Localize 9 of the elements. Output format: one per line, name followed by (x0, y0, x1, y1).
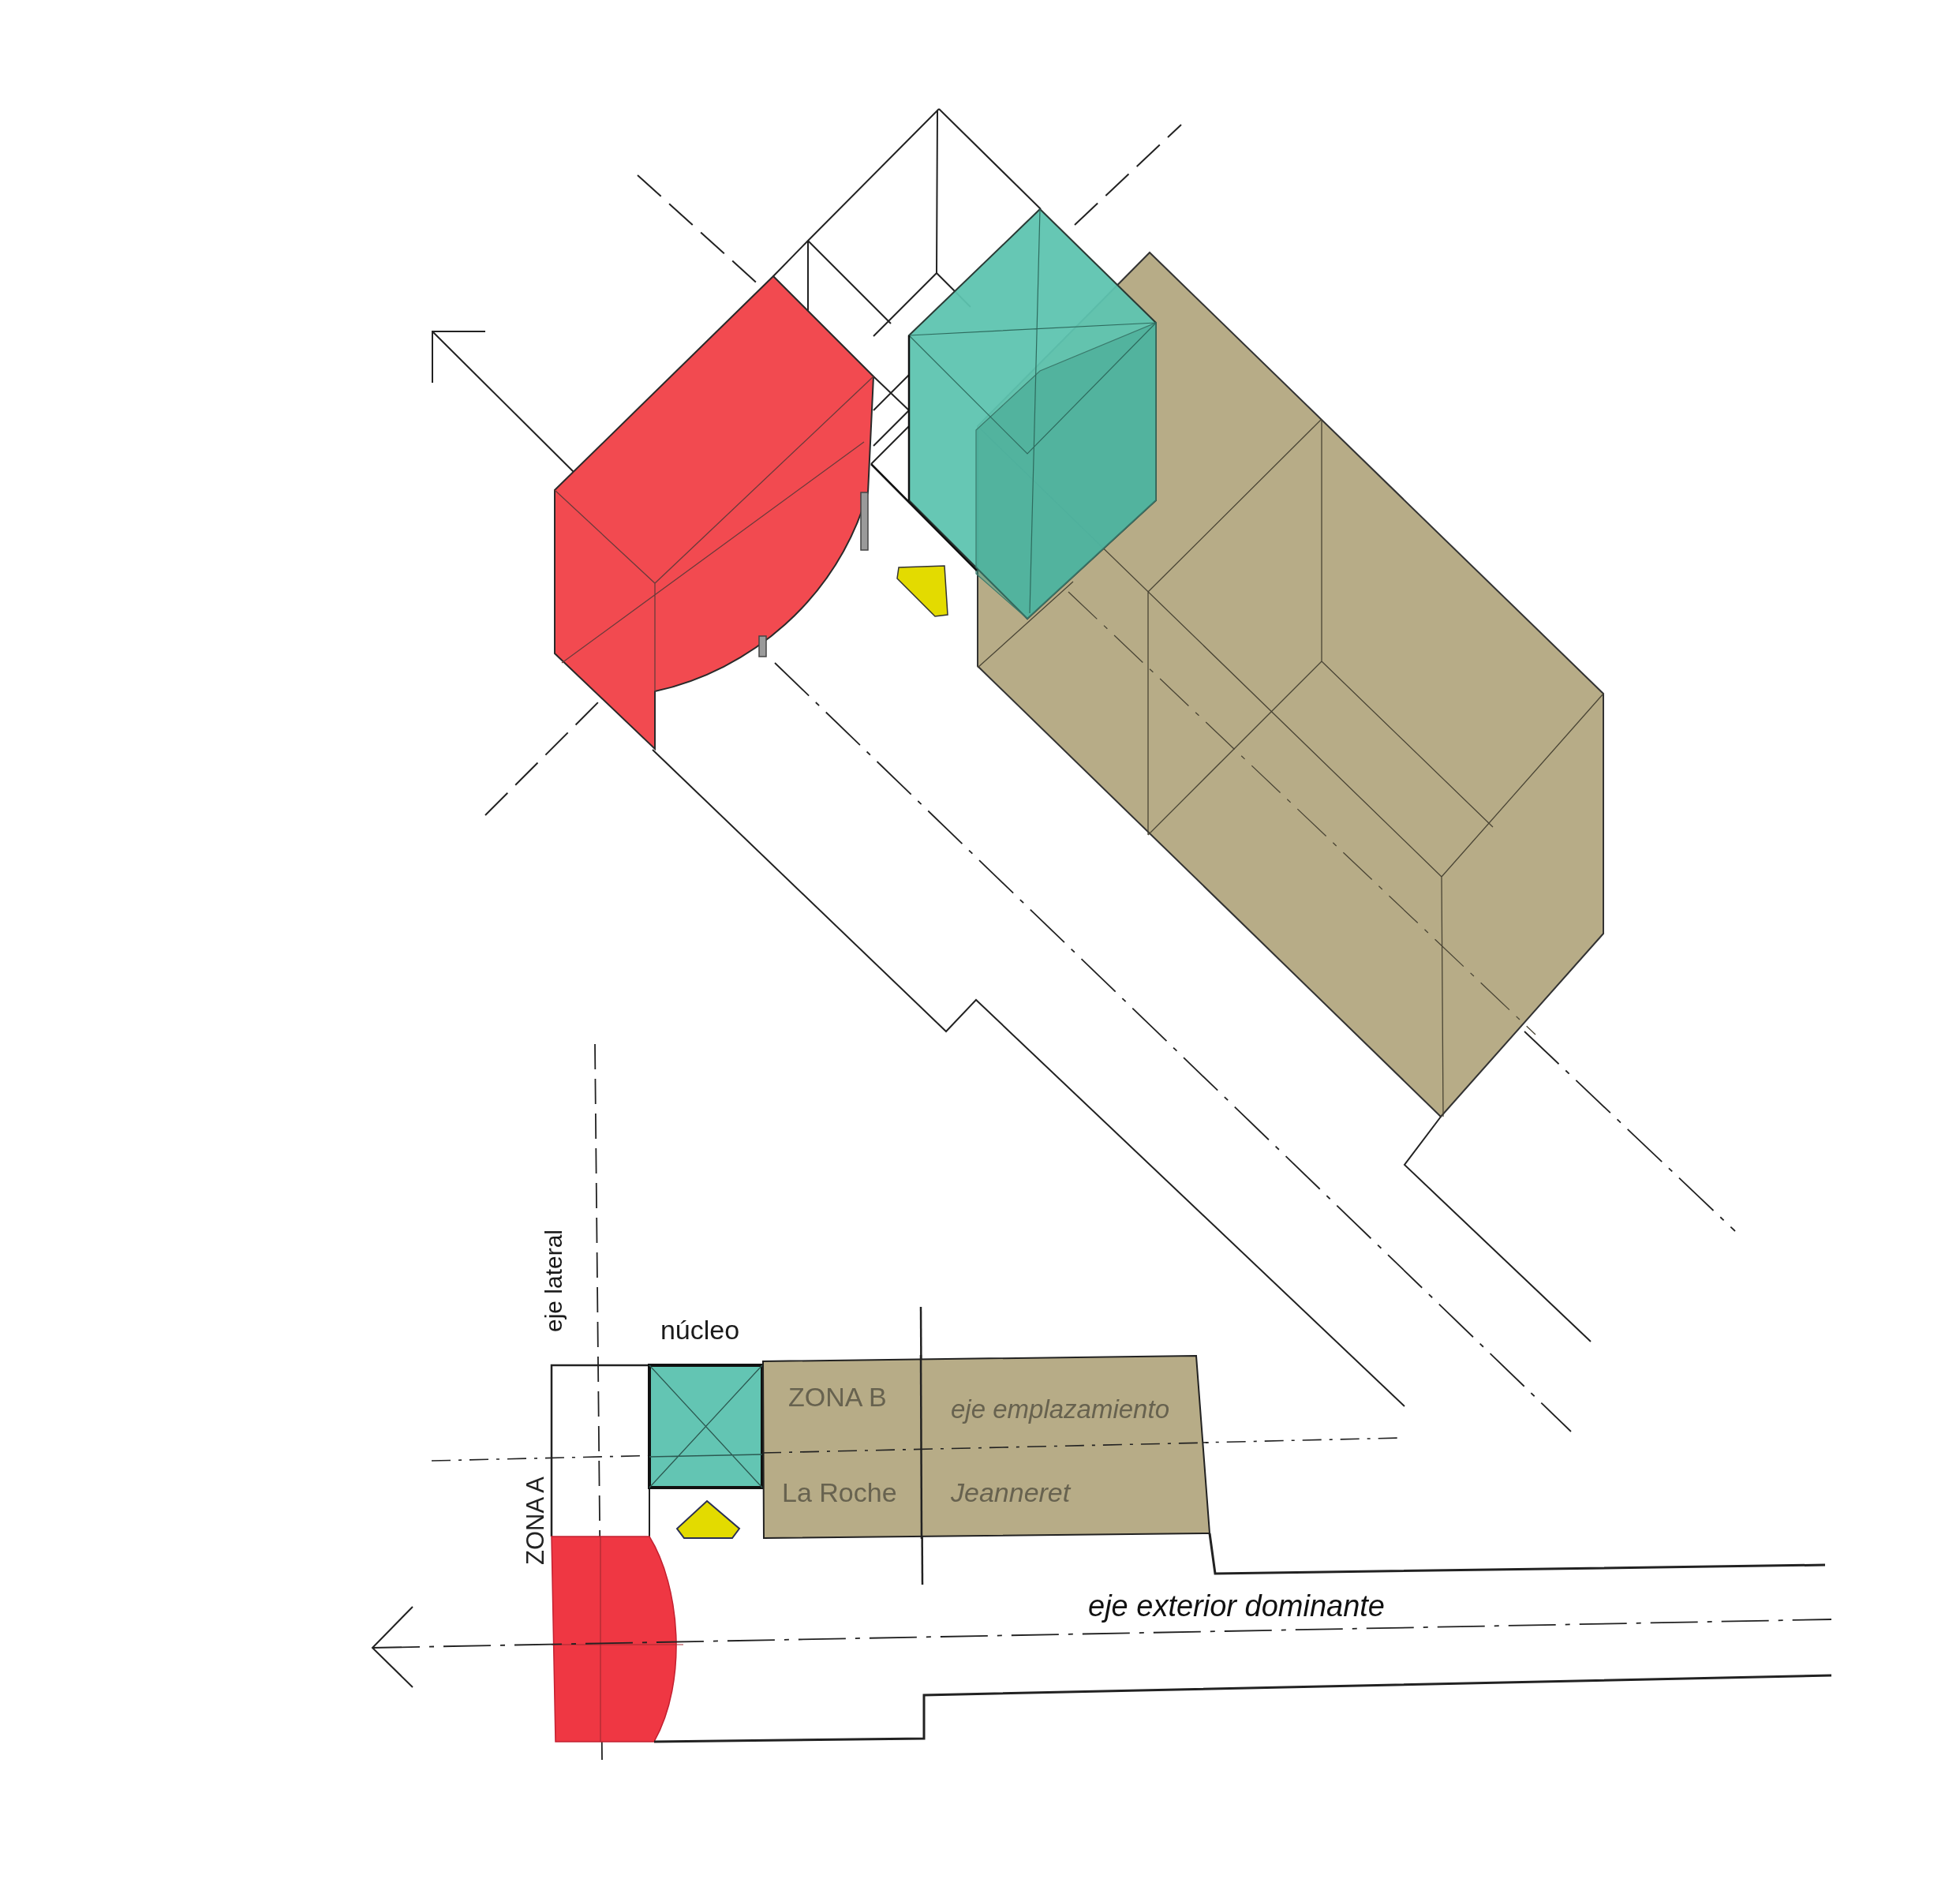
axis-label: eje exterior dominante (1088, 1589, 1385, 1624)
zone-label: ZONA B (788, 1382, 887, 1413)
axis-label: eje lateral (540, 1229, 567, 1333)
zone-label: ZONA A (522, 1477, 550, 1565)
building-volume (762, 1355, 1210, 1539)
core-label: núcleo (660, 1315, 740, 1346)
house-label: La Roche (782, 1477, 897, 1509)
axis-label: eje emplazamiento (951, 1394, 1169, 1424)
house-label: Jeanneret (951, 1477, 1071, 1509)
